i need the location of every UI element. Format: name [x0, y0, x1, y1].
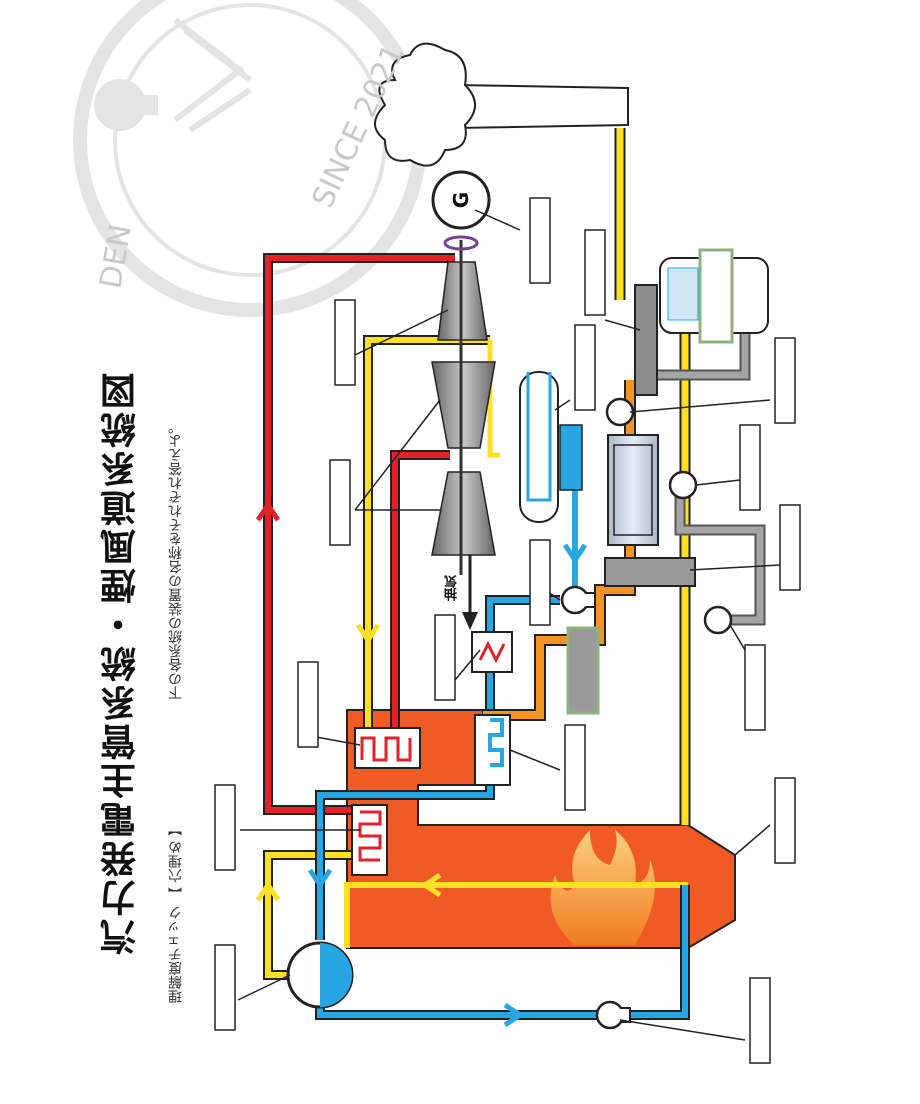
- lightbulb-icon: [94, 79, 146, 131]
- boiler-feed-pump: [595, 1000, 631, 1030]
- leader-lines: [237, 209, 781, 1041]
- economizer: [474, 714, 511, 786]
- feedwater-heater: [471, 631, 513, 673]
- instruction-text: 下の各系統の装置の名称をそれぞれ答えよ。: [168, 420, 184, 700]
- answer-box: [329, 459, 351, 546]
- fan-3: [703, 605, 733, 635]
- answer-box: [214, 784, 236, 871]
- extraction-steam-label: 抽気: [445, 575, 460, 601]
- chimney: [374, 42, 629, 167]
- flue-gas-duct: [634, 284, 658, 396]
- steam-drum: [286, 941, 354, 1009]
- desulfurization-unit: [659, 248, 769, 344]
- answer-box: [434, 614, 456, 701]
- answer-box: [529, 197, 551, 284]
- page-subtitle: 理解度チェック 【 穴埋め 】: [168, 822, 184, 1004]
- answer-box: [564, 724, 586, 811]
- electrostatic-precipitator: [566, 626, 600, 715]
- answer-box: [744, 644, 766, 731]
- answer-box: [779, 504, 801, 591]
- answer-box: [739, 424, 761, 511]
- answer-box: [774, 337, 796, 424]
- page-title: 汽力発電主管系統・煙風道系統図: [101, 370, 142, 955]
- fan-1: [605, 397, 635, 427]
- condensate-pump: [560, 585, 596, 615]
- condenser: [519, 371, 583, 523]
- answer-box: [334, 299, 356, 386]
- answer-box: [574, 324, 596, 411]
- answer-box: [584, 229, 606, 316]
- arrow-down-icon: [462, 612, 478, 630]
- answer-boxes: [214, 197, 801, 1064]
- answer-box: [297, 661, 319, 748]
- answer-box: [749, 977, 771, 1064]
- reheater: [354, 727, 421, 769]
- intermediate-pressure-turbine: [431, 361, 496, 449]
- smoke-cloud-icon: [374, 42, 476, 167]
- air-preheater: [607, 434, 659, 546]
- rotary-damper: [604, 557, 696, 587]
- fan-2: [668, 470, 698, 500]
- rotation-arrow-icon: [443, 235, 479, 251]
- generator: [431, 170, 491, 251]
- answer-box: [529, 539, 551, 626]
- low-pressure-turbine: [431, 471, 496, 556]
- answer-box: [774, 777, 796, 864]
- superheater: [351, 804, 388, 876]
- generator-label: G: [449, 192, 473, 208]
- answer-box: [214, 944, 236, 1031]
